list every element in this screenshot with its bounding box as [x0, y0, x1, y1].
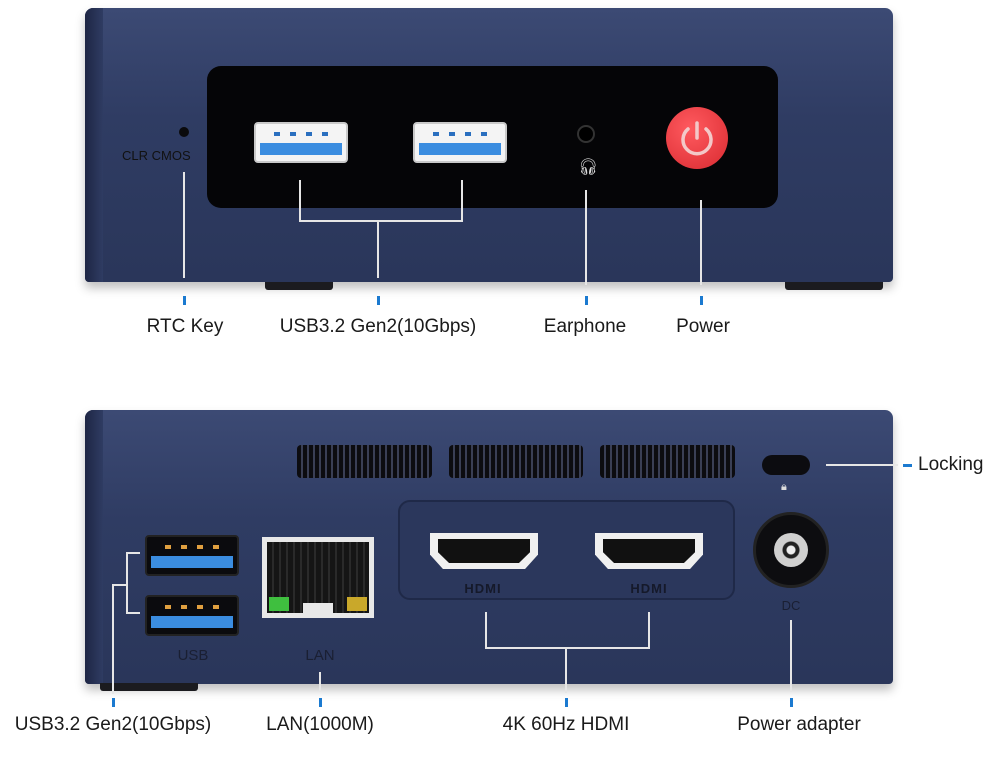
lan-text: LAN [305, 647, 335, 664]
label-power: Power [676, 316, 730, 337]
usb-port [413, 122, 507, 163]
label-earphone: Earphone [543, 316, 627, 337]
clr-cmos-hole [179, 127, 189, 137]
vent [449, 445, 583, 478]
hdmi-port [595, 533, 703, 569]
foot [785, 282, 883, 290]
power-icon [681, 121, 713, 156]
usb-port [254, 122, 348, 163]
earphone-jack [577, 125, 595, 143]
label-locking: Locking [918, 454, 984, 475]
usb-port [145, 535, 239, 576]
hdmi-logo: HDMI [630, 581, 668, 596]
vent [600, 445, 735, 478]
dc-jack [753, 512, 829, 588]
lan-port [262, 537, 374, 618]
lock-icon: 🔒︎ [781, 481, 787, 493]
lock-slot [762, 455, 810, 475]
label-lan: LAN(1000M) [266, 714, 374, 735]
label-hdmi: 4K 60Hz HDMI [502, 714, 630, 735]
vent [297, 445, 432, 478]
foot [265, 282, 333, 290]
foot [100, 683, 198, 691]
power-button [666, 107, 728, 169]
label-rtc-key: RTC Key [146, 316, 224, 337]
dc-text: DC [781, 598, 801, 613]
hdmi-port [430, 533, 538, 569]
clr-cmos-text: CLR CMOS [122, 148, 191, 163]
usb-port [145, 595, 239, 636]
label-rear-usb: USB3.2 Gen2(10Gbps) [14, 714, 212, 735]
label-power-adapter: Power adapter [737, 714, 861, 735]
headphone-icon: 🎧︎ [578, 159, 599, 176]
label-front-usb: USB3.2 Gen2(10Gbps) [279, 316, 477, 337]
hdmi-logo: HDMI [464, 581, 502, 596]
usb-text: USB [177, 647, 209, 664]
